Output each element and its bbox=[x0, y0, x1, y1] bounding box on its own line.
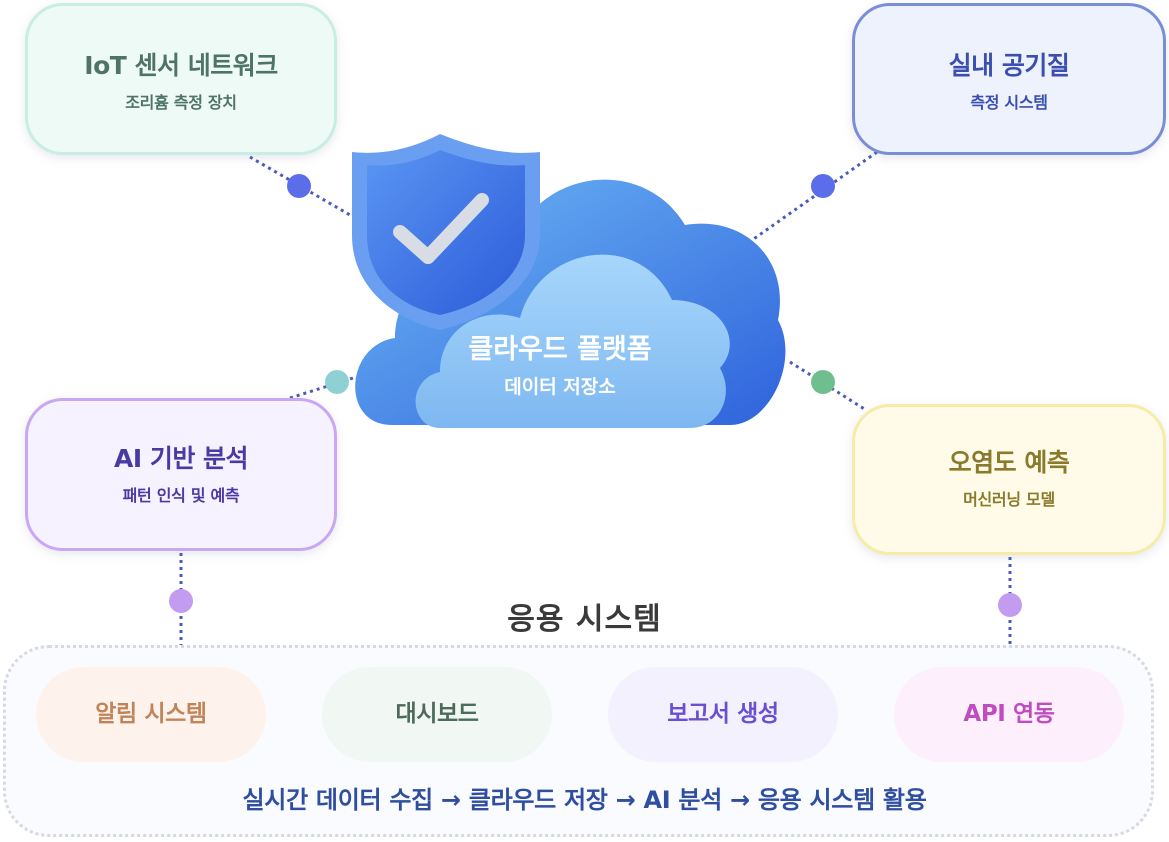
app-alarm-system: 알림 시스템 bbox=[36, 667, 266, 762]
air-node-subtitle: 측정 시스템 bbox=[970, 93, 1048, 112]
ai-connector-dot bbox=[325, 370, 349, 394]
iot-connector-dot bbox=[287, 174, 311, 198]
apps-title: 응용 시스템 bbox=[507, 602, 662, 637]
data-flow-caption: 실시간 데이터 수집 → 클라우드 저장 → AI 분석 → 응용 시스템 활용 bbox=[242, 786, 927, 814]
air-connector-dot bbox=[811, 174, 835, 198]
app-report-generation: 보고서 생성 bbox=[608, 667, 838, 762]
cloud-subtitle: 데이터 저장소 bbox=[504, 376, 616, 398]
pollution-prediction-node: 오염도 예측 머신러닝 모델 bbox=[852, 404, 1166, 555]
cloud-front bbox=[415, 254, 730, 428]
cloud-title: 클라우드 플랫폼 bbox=[468, 334, 652, 365]
ai-analysis-node: AI 기반 분석 패턴 인식 및 예측 bbox=[25, 398, 337, 551]
pollution-connector-dot bbox=[811, 370, 835, 394]
pollution-node-subtitle: 머신러닝 모델 bbox=[963, 490, 1055, 509]
ai-node-subtitle: 패턴 인식 및 예측 bbox=[122, 486, 240, 505]
air-quality-node: 실내 공기질 측정 시스템 bbox=[852, 3, 1166, 155]
pollution-node-title: 오염도 예측 bbox=[948, 448, 1070, 477]
ai-node-title: AI 기반 분석 bbox=[113, 444, 249, 473]
shield-check-icon bbox=[352, 134, 540, 330]
apps-left-connector-dot bbox=[169, 589, 193, 613]
iot-sensor-node: IoT 센서 네트워크 조리흄 측정 장치 bbox=[25, 3, 337, 155]
iot-node-subtitle: 조리흄 측정 장치 bbox=[125, 93, 237, 112]
air-node-title: 실내 공기질 bbox=[948, 51, 1070, 80]
app-api-integration: API 연동 bbox=[894, 667, 1124, 762]
iot-node-title: IoT 센서 네트워크 bbox=[84, 51, 278, 80]
apps-right-connector-dot bbox=[998, 593, 1022, 617]
app-dashboard: 대시보드 bbox=[322, 667, 552, 762]
